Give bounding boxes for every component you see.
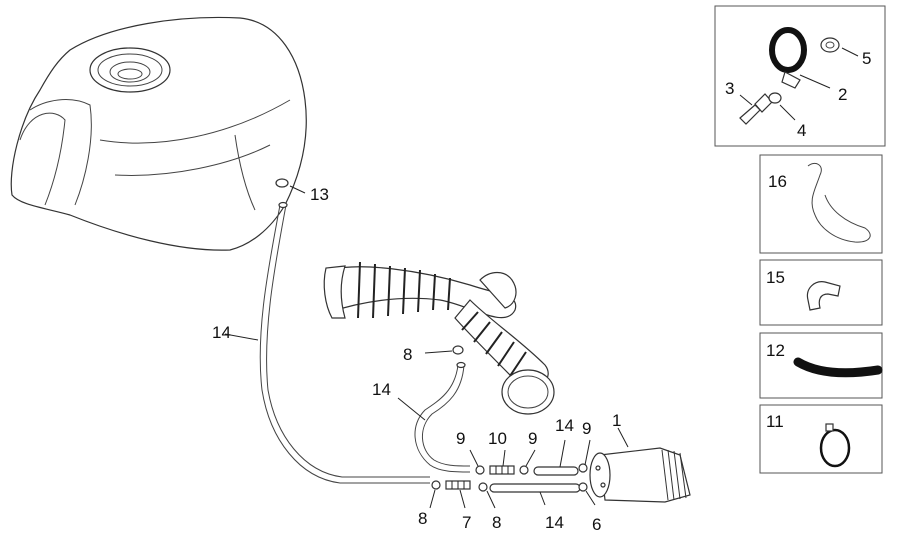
callout-14-upper-right: 14 <box>555 416 574 435</box>
callout-2: 2 <box>838 85 847 104</box>
fuel-tank <box>10 16 307 251</box>
callout-4: 4 <box>797 121 806 140</box>
callout-12: 12 <box>766 341 785 360</box>
callout-8-left: 8 <box>418 509 427 528</box>
clip-part-8-top <box>424 345 464 355</box>
fittings-assembly <box>429 439 596 509</box>
callout-7: 7 <box>462 513 471 532</box>
canister-part-1 <box>589 427 691 503</box>
callout-9-left: 9 <box>456 429 465 448</box>
callout-16: 16 <box>768 172 787 191</box>
breather-hose-long <box>224 201 430 484</box>
clip-part-13 <box>275 178 306 194</box>
callout-11: 11 <box>766 412 784 431</box>
callout-15: 15 <box>766 268 785 287</box>
callout-9-right: 9 <box>582 419 591 438</box>
callout-10: 10 <box>488 429 507 448</box>
corrugated-air-duct <box>323 261 555 415</box>
callout-14-left: 14 <box>212 323 231 342</box>
panel-wire-bracket <box>759 154 883 254</box>
breather-hose-u <box>397 361 471 473</box>
callout-9-middle: 9 <box>528 429 537 448</box>
callout-3: 3 <box>725 79 734 98</box>
panel-black-hose <box>759 332 883 399</box>
panel-mounting-kit <box>714 5 886 147</box>
callout-8-right: 8 <box>492 513 501 532</box>
callout-13: 13 <box>310 185 329 204</box>
callout-14-middle: 14 <box>372 380 391 399</box>
callout-8-top: 8 <box>403 345 412 364</box>
callout-labels: 1 2 3 4 5 6 7 8 8 8 9 9 9 10 11 12 13 14… <box>212 49 871 534</box>
panel-hose-clamp <box>759 404 883 474</box>
callout-14-bottom: 14 <box>545 513 564 532</box>
callout-1: 1 <box>612 411 621 430</box>
callout-5: 5 <box>862 49 871 68</box>
panel-bracket-clip <box>759 259 883 326</box>
callout-6: 6 <box>592 515 601 534</box>
